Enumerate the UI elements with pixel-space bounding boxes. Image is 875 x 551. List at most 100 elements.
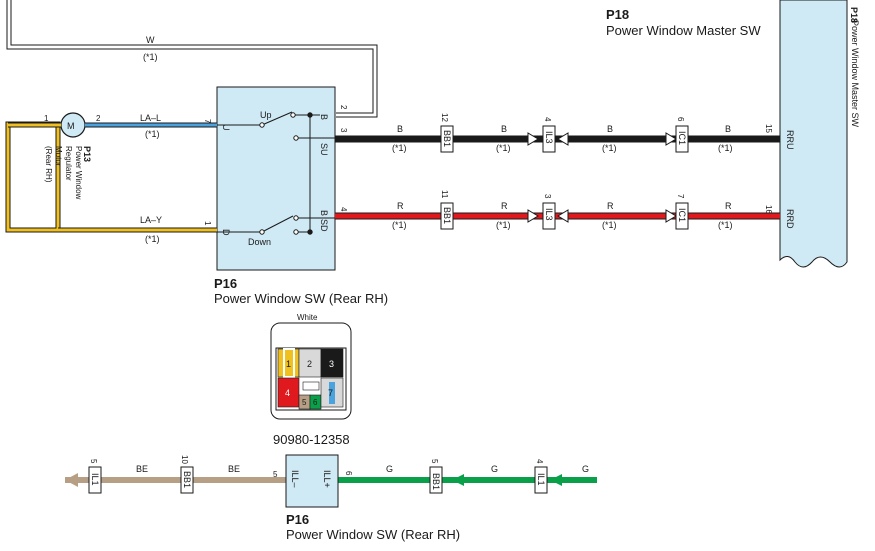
wire-be-arrow — [65, 473, 78, 487]
p13-line3: Motor — [54, 146, 63, 167]
p16-top-term-su: SU — [319, 143, 329, 156]
svg-text:M: M — [67, 121, 75, 131]
p16-top-pin-d: 1 — [203, 221, 212, 226]
connector-face — [270, 322, 352, 420]
wire-lay-note: (*1) — [145, 234, 160, 244]
p13-code: P13 — [82, 146, 92, 162]
p13-pin-2: 2 — [96, 114, 101, 123]
wire-g-arrow-il1 — [550, 474, 562, 486]
p18-vertical-name: Power Window Master SW — [850, 20, 860, 128]
p16-top-term-b1: B — [319, 114, 329, 120]
bottom-il1-left: IL1 — [90, 473, 100, 486]
p16-top-name: Power Window SW (Rear RH) — [214, 291, 388, 306]
connector-color-label: White — [297, 313, 318, 322]
wire-r-label-2: R — [501, 201, 508, 211]
wire-r-note-3: (*1) — [602, 220, 617, 230]
bottom-il1-right: IL1 — [536, 473, 546, 486]
p16-bottom-name: Power Window SW (Rear RH) — [286, 527, 460, 542]
p16-top-up-label: Up — [260, 110, 272, 120]
p16-top-term-sd: SD — [319, 219, 329, 232]
wire-b-label-1: B — [397, 124, 403, 134]
p16-bottom-code: P16 — [286, 512, 309, 527]
wire-b-note-4: (*1) — [718, 143, 733, 153]
bottom-wire-be-1: BE — [136, 464, 148, 474]
wire-g-arrow-bb1 — [452, 474, 464, 486]
wire-lal-note: (*1) — [145, 129, 160, 139]
p13-line1: Power Window — [74, 146, 83, 200]
conn-il3-b-pin: 4 — [543, 117, 552, 122]
wire-b-label-3: B — [607, 124, 613, 134]
conn-ic1-r-pin: 7 — [676, 194, 685, 199]
connector-blocks-bottom — [88, 466, 548, 494]
conn-bb1-r-label: BB1 — [442, 207, 452, 224]
p16-top-pin-b: 2 — [339, 105, 348, 110]
conn-ic1-b-pin: 6 — [676, 117, 685, 122]
conn-ic1-b-label: IC1 — [677, 131, 687, 145]
bottom-pin-minus: 5 — [273, 470, 278, 479]
p18-term-rrd: RRD — [785, 209, 795, 229]
wire-r-label-4: R — [725, 201, 732, 211]
wire-lay-label: LA–Y — [140, 215, 162, 225]
p18-pin-rru: 15 — [764, 124, 773, 133]
bottom-ill-plus: ILL+ — [322, 470, 332, 488]
wire-lal-label: LA–L — [140, 113, 161, 123]
p18-code: P18 — [606, 7, 629, 22]
conn-bb1-b-pin: 12 — [440, 113, 449, 122]
connector-blocks-top — [440, 125, 689, 230]
connector-cell-1: 1 — [286, 359, 291, 369]
bottom-wire-g-2: G — [491, 464, 498, 474]
bottom-wire-g-1: G — [386, 464, 393, 474]
bottom-bb1-right: BB1 — [431, 473, 441, 490]
bottom-ill-minus: ILL– — [290, 470, 300, 488]
wire-r-note-1: (*1) — [392, 220, 407, 230]
p16-top-code: P16 — [214, 276, 237, 291]
bottom-bb1-right-pin: 5 — [430, 459, 439, 464]
bottom-pin-plus: 6 — [344, 471, 353, 476]
conn-il3-r-pin: 3 — [543, 194, 552, 199]
wire-r-label-3: R — [607, 201, 614, 211]
bottom-il1-left-pin: 5 — [89, 459, 98, 464]
p18-name: Power Window Master SW — [606, 23, 761, 38]
p16-top-term-u: U — [221, 124, 231, 131]
connector-arrows — [527, 132, 677, 223]
wire-w-note: (*1) — [143, 52, 158, 62]
p13-line4: (Rear RH) — [44, 146, 53, 183]
connector-cell-6: 6 — [313, 398, 318, 407]
conn-bb1-r-pin: 11 — [440, 190, 449, 199]
p18-body — [779, 0, 848, 268]
p16-top-pin-su: 3 — [339, 128, 348, 133]
connector-cell-2: 2 — [307, 359, 312, 369]
connector-cell-4: 4 — [285, 388, 290, 398]
conn-bb1-b-label: BB1 — [442, 130, 452, 147]
connector-cell-3: 3 — [329, 359, 334, 369]
wire-b-note-2: (*1) — [496, 143, 511, 153]
p16-top-term-b2: B — [319, 210, 329, 216]
bottom-bb1-pin: 10 — [180, 455, 189, 464]
p18-pin-rrd: 16 — [764, 205, 773, 214]
p13-pin-1: 1 — [44, 114, 49, 123]
p16-top-pin-u: 7 — [203, 119, 212, 124]
connector-cell-7: 7 — [328, 388, 333, 398]
wire-w-label: W — [146, 35, 155, 45]
connector-cell-5: 5 — [302, 398, 307, 407]
wire-w-inner — [7, 0, 377, 117]
wire-b-note-3: (*1) — [602, 143, 617, 153]
p13-line2: Regulator — [64, 146, 73, 181]
conn-il3-r-label: IL3 — [544, 208, 554, 221]
conn-ic1-r-label: IC1 — [677, 208, 687, 222]
conn-il3-b-label: IL3 — [544, 131, 554, 144]
p16-bottom-body — [285, 454, 339, 508]
bottom-wire-be-2: BE — [228, 464, 240, 474]
wire-b-label-4: B — [725, 124, 731, 134]
bottom-bb1: BB1 — [182, 471, 192, 488]
p16-top-body — [216, 86, 336, 271]
bottom-il1-right-pin: 4 — [535, 459, 544, 464]
wire-b-note-1: (*1) — [392, 143, 407, 153]
p18-term-rru: RRU — [785, 130, 795, 150]
bottom-wire-g-3: G — [582, 464, 589, 474]
p16-top-switch-contacts — [217, 111, 335, 235]
wire-b-label-2: B — [501, 124, 507, 134]
connector-part-number: 90980-12358 — [273, 432, 350, 447]
p16-top-pin-sd: 4 — [339, 207, 348, 212]
